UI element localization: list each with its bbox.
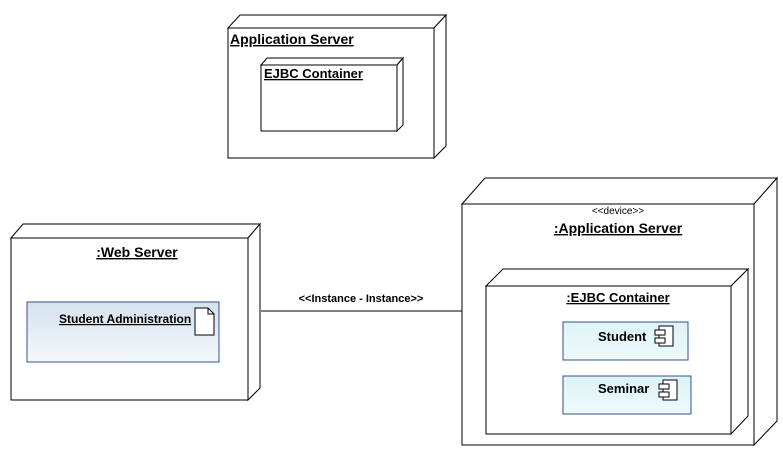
artifact-student-administration[interactable]: Student Administration bbox=[26, 301, 220, 363]
artifact-label: Student Administration bbox=[59, 312, 191, 326]
stereotype-label: <<device>> bbox=[592, 206, 644, 217]
component-label: Student bbox=[598, 329, 647, 344]
component-icon bbox=[654, 325, 674, 347]
connector-instance[interactable]: <<Instance - Instance>> bbox=[261, 293, 462, 312]
component-student[interactable]: Student bbox=[562, 321, 689, 361]
document-icon bbox=[194, 307, 215, 336]
node-title: :Application Server bbox=[554, 220, 683, 236]
node-inner-title: :EJBC Container bbox=[566, 290, 669, 305]
component-seminar[interactable]: Seminar bbox=[562, 375, 692, 415]
node-ejbc-container-top[interactable]: EJBC Container bbox=[259, 56, 405, 133]
node-title: :Web Server bbox=[96, 244, 178, 260]
connector-label: <<Instance - Instance>> bbox=[299, 293, 424, 305]
node-inner-title: EJBC Container bbox=[264, 66, 363, 81]
component-label: Seminar bbox=[598, 381, 649, 396]
node-title: Application Server bbox=[230, 31, 354, 47]
component-icon bbox=[658, 379, 678, 401]
